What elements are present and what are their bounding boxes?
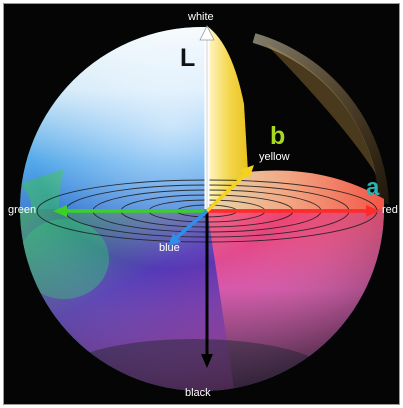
red-label: red: [382, 204, 398, 216]
cutaway-quadrant: [207, 24, 389, 209]
black-label: black: [185, 387, 211, 399]
a-axis-letter: a: [366, 174, 380, 201]
yellow-label: yellow: [259, 151, 290, 163]
b-axis: [168, 165, 254, 246]
L-axis: [199, 25, 215, 368]
diagram-frame: white black green red blue yellow L b a: [3, 3, 400, 405]
a-axis: [53, 205, 380, 217]
L-axis-letter: L: [180, 44, 196, 72]
blue-label: blue: [159, 242, 180, 254]
sphere-graphic: [20, 24, 389, 391]
b-axis-letter: b: [270, 122, 286, 150]
green-label: green: [8, 204, 37, 216]
white-label: white: [188, 11, 214, 23]
